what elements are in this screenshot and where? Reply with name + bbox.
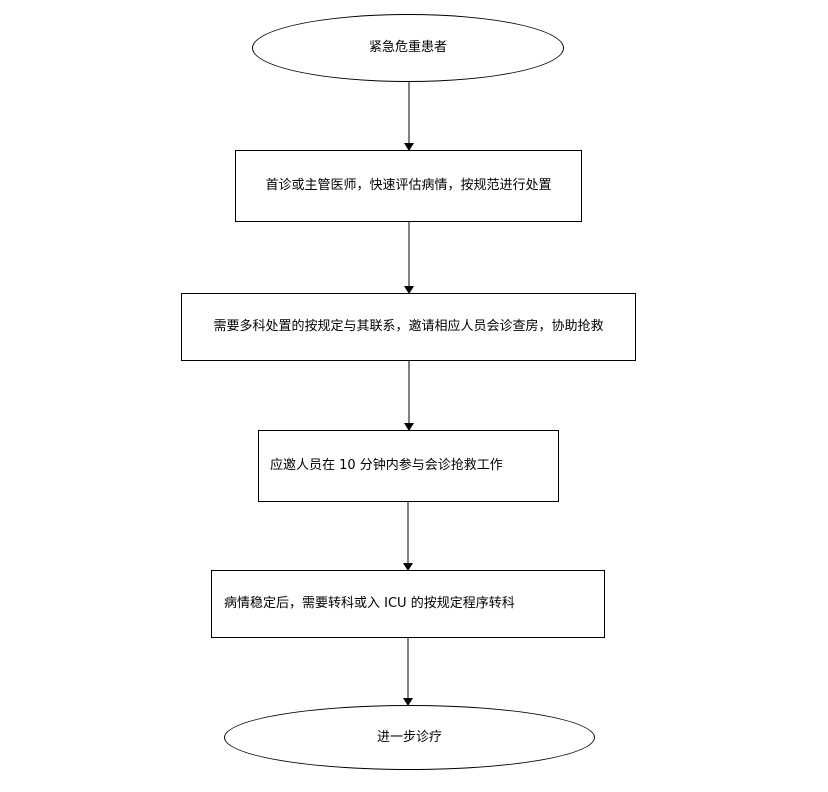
end-node: 进一步诊疗	[224, 705, 595, 770]
step-node-transfer-label: 病情稳定后，需要转科或入 ICU 的按规定程序转科	[224, 596, 515, 611]
step-node-assess-label: 首诊或主管医师，快速评估病情，按规范进行处置	[265, 178, 552, 193]
step-node-response-time-label: 应邀人员在 10 分钟内参与会诊抢救工作	[270, 458, 503, 473]
step-node-transfer: 病情稳定后，需要转科或入 ICU 的按规定程序转科	[211, 570, 605, 638]
step-node-consult-label: 需要多科处置的按规定与其联系，邀请相应人员会诊查房，协助抢救	[213, 319, 604, 334]
step-node-consult: 需要多科处置的按规定与其联系，邀请相应人员会诊查房，协助抢救	[181, 293, 636, 361]
end-node-label: 进一步诊疗	[376, 729, 442, 745]
step-node-response-time: 应邀人员在 10 分钟内参与会诊抢救工作	[258, 430, 559, 502]
step-node-assess: 首诊或主管医师，快速评估病情，按规范进行处置	[235, 150, 582, 222]
start-node: 紧急危重患者	[252, 14, 564, 82]
start-node-label: 紧急危重患者	[368, 40, 447, 55]
